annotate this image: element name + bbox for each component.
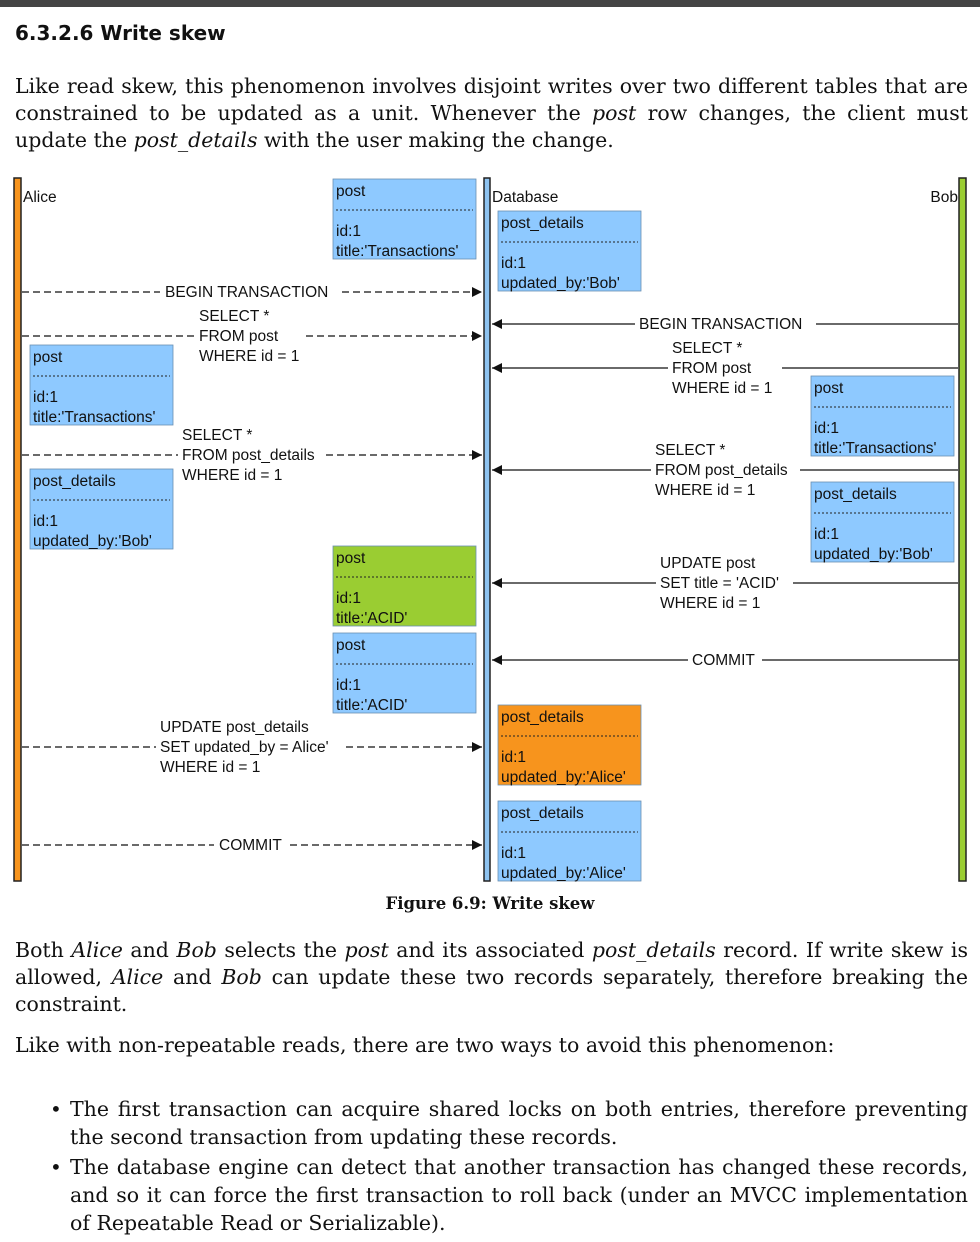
message-line: SET title = 'ACID': [660, 575, 779, 592]
record-table-name: post: [336, 637, 366, 654]
record-line-value: title:'Transactions': [336, 243, 459, 260]
bob-lane-label: Bob: [930, 189, 958, 206]
record-line-value: title:'ACID': [336, 610, 407, 627]
record-box-db-post-acid: post id:1 title:'ACID': [332, 632, 477, 714]
message-line: UPDATE post_details: [160, 719, 309, 736]
record-line-value: updated_by:'Bob': [501, 275, 620, 292]
record-box-bob-post: post id:1 title:'Transactions': [810, 375, 955, 457]
message-line: UPDATE post: [660, 555, 756, 572]
explanation-paragraph: Both Alice and Bob selects the post and …: [15, 938, 969, 1016]
top-border: [0, 0, 980, 7]
list-item: The database engine can detect that anot…: [15, 1153, 968, 1237]
message-line: WHERE id = 1: [182, 467, 282, 484]
record-line-value: title:'Transactions': [814, 440, 937, 457]
record-table-name: post_details: [33, 473, 116, 490]
record-table-name: post_details: [501, 709, 584, 726]
record-line-value: updated_by:'Alice': [501, 769, 626, 786]
message-line: SELECT *: [199, 308, 269, 325]
record-box-alice-post: post id:1 title:'Transactions': [29, 344, 174, 426]
record-line-value: updated_by:'Bob': [814, 546, 933, 563]
bob-lifeline: [958, 177, 967, 882]
record-line-id: id:1: [814, 526, 839, 543]
message-bob-commit: COMMIT: [492, 652, 958, 669]
message-line: WHERE id = 1: [160, 759, 260, 776]
record-line-value: title:'Transactions': [33, 409, 156, 426]
intro-paragraph: Like read skew, this phenomenon involves…: [15, 74, 968, 152]
record-line-id: id:1: [336, 223, 361, 240]
message-line: SELECT *: [655, 442, 725, 459]
avoid-intro: Like with non-repeatable reads, there ar…: [15, 1033, 835, 1057]
record-table-name: post_details: [814, 486, 897, 503]
record-table-name: post: [814, 380, 844, 397]
message-line: WHERE id = 1: [660, 595, 760, 612]
write-skew-sequence-diagram: Alice Database Bob post id:1 title:'Transact…: [13, 177, 967, 882]
record-line-id: id:1: [336, 677, 361, 694]
record-line-id: id:1: [33, 389, 58, 406]
record-box-db-post-initial: post id:1 title:'Transactions': [332, 178, 477, 260]
message-label: COMMIT: [219, 837, 282, 854]
record-line-value: updated_by:'Alice': [501, 865, 626, 882]
record-line-value: updated_by:'Bob': [33, 533, 152, 550]
message-alice-begin: BEGIN TRANSACTION: [22, 284, 482, 301]
record-table-name: post: [336, 183, 366, 200]
message-line: WHERE id = 1: [655, 482, 755, 499]
record-table-name: post_details: [501, 805, 584, 822]
message-label: COMMIT: [692, 652, 755, 669]
record-table-name: post_details: [501, 215, 584, 232]
message-line: SELECT *: [182, 427, 252, 444]
message-label: BEGIN TRANSACTION: [165, 284, 328, 301]
message-bob-begin: BEGIN TRANSACTION: [492, 316, 958, 333]
record-box-db-post-details-initial: post_details id:1 updated_by:'Bob': [497, 210, 642, 292]
alice-lifeline: [13, 177, 22, 882]
record-table-name: post: [336, 550, 366, 567]
message-line: FROM post: [672, 360, 752, 377]
record-line-id: id:1: [501, 255, 526, 272]
record-line-id: id:1: [501, 845, 526, 862]
section-title: 6.3.2.6 Write skew: [15, 21, 226, 45]
alice-lane-label: Alice: [23, 189, 57, 206]
record-line-id: id:1: [814, 420, 839, 437]
record-line-id: id:1: [33, 513, 58, 530]
list-item: The first transaction can acquire shared…: [15, 1095, 968, 1151]
avoid-list: The first transaction can acquire shared…: [15, 1095, 968, 1239]
message-line: WHERE id = 1: [199, 348, 299, 365]
record-line-id: id:1: [501, 749, 526, 766]
figure-caption: Figure 6.9: Write skew: [385, 894, 595, 913]
message-alice-commit: COMMIT: [22, 837, 482, 854]
record-line-id: id:1: [336, 590, 361, 607]
message-line: SELECT *: [672, 340, 742, 357]
database-lane-label: Database: [492, 189, 558, 206]
message-label: BEGIN TRANSACTION: [639, 316, 802, 333]
message-line: FROM post_details: [655, 462, 788, 479]
message-line: FROM post_details: [182, 447, 315, 464]
record-table-name: post: [33, 349, 63, 366]
record-line-value: title:'ACID': [336, 697, 407, 714]
record-box-alice-post-details: post_details id:1 updated_by:'Bob': [29, 468, 174, 550]
message-line: FROM post: [199, 328, 279, 345]
record-box-db-post-details-alice: post_details id:1 updated_by:'Alice': [497, 800, 642, 882]
message-line: WHERE id = 1: [672, 380, 772, 397]
message-line: SET updated_by = Alice': [160, 739, 329, 756]
record-box-db-post-acid-green: post id:1 title:'ACID': [332, 545, 477, 627]
database-lifeline: [483, 177, 491, 882]
record-box-bob-post-details: post_details id:1 updated_by:'Bob': [810, 481, 955, 563]
record-box-db-post-details-alice-orange: post_details id:1 updated_by:'Alice': [497, 704, 642, 786]
